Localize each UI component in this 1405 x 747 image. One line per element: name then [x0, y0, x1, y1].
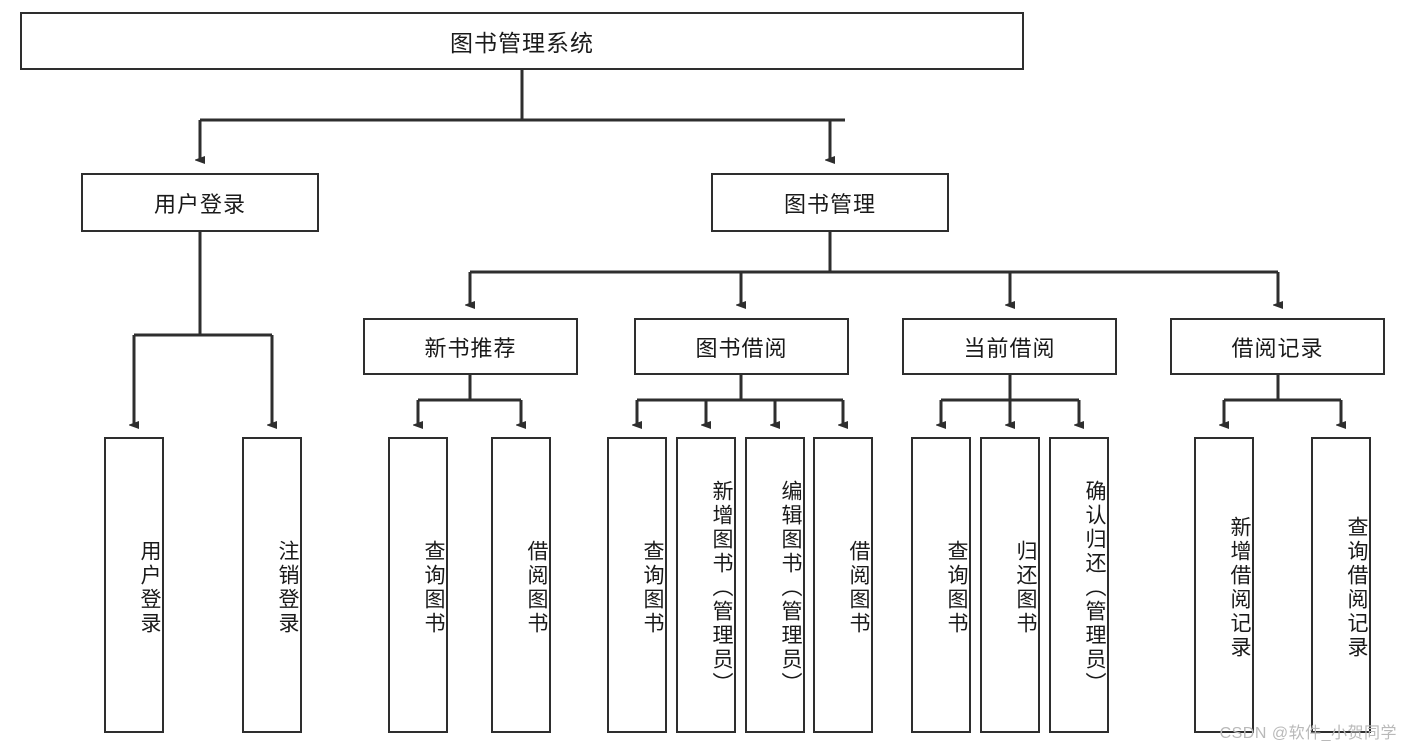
node-borrow-record[interactable]: 借阅记录 — [1170, 318, 1385, 375]
node-label: 用户登录 — [138, 540, 161, 636]
node-label: 查询图书 — [945, 540, 968, 636]
edge-newbook-to-leaves — [418, 375, 521, 425]
leaf-current-borrow-query[interactable]: 查询图书 — [911, 437, 971, 733]
node-label: 图书借阅 — [695, 335, 788, 361]
leaf-new-book-query[interactable]: 查询图书 — [388, 437, 448, 733]
node-label: 新增图书（管理员） — [710, 480, 733, 696]
node-label: 图书管理 — [783, 191, 876, 217]
node-label: 借阅图书 — [847, 540, 870, 636]
node-label: 确认归还（管理员） — [1083, 480, 1106, 696]
node-user-login[interactable]: 用户登录 — [81, 173, 319, 232]
edge-userlogin-to-leaves — [134, 232, 272, 425]
leaf-user-login-logout[interactable]: 注销登录 — [242, 437, 302, 733]
leaf-borrow-record-add[interactable]: 新增借阅记录 — [1194, 437, 1254, 733]
node-book-borrow[interactable]: 图书借阅 — [634, 318, 849, 375]
node-label: 用户登录 — [153, 191, 246, 217]
leaf-current-borrow-return[interactable]: 归还图书 — [980, 437, 1040, 733]
edge-currentborrow-to-leaves — [941, 375, 1079, 425]
node-label: 借阅图书 — [525, 540, 548, 636]
edge-borrowrecord-to-leaves — [1224, 375, 1341, 425]
node-label: 查询图书 — [422, 540, 445, 636]
leaf-book-borrow-add[interactable]: 新增图书（管理员） — [676, 437, 736, 733]
node-label: 图书管理系统 — [450, 30, 594, 56]
node-label: 编辑图书（管理员） — [779, 480, 802, 696]
node-label: 新增借阅记录 — [1228, 516, 1251, 660]
leaf-book-borrow-edit[interactable]: 编辑图书（管理员） — [745, 437, 805, 733]
leaf-user-login-login[interactable]: 用户登录 — [104, 437, 164, 733]
node-label: 归还图书 — [1014, 540, 1037, 636]
leaf-borrow-record-query[interactable]: 查询借阅记录 — [1311, 437, 1371, 733]
node-label: 查询图书 — [641, 540, 664, 636]
leaf-new-book-borrow[interactable]: 借阅图书 — [491, 437, 551, 733]
edge-bookborrow-to-leaves — [637, 375, 843, 425]
csdn-watermark: CSDN @软件_小贺同学 — [1219, 725, 1397, 742]
leaf-book-borrow-borrow[interactable]: 借阅图书 — [813, 437, 873, 733]
node-root-system[interactable]: 图书管理系统 — [20, 12, 1024, 70]
leaf-book-borrow-query[interactable]: 查询图书 — [607, 437, 667, 733]
edge-root-to-level1 — [200, 70, 845, 160]
node-new-book-recommend[interactable]: 新书推荐 — [363, 318, 578, 375]
node-label: 当前借阅 — [963, 335, 1056, 361]
node-label: 新书推荐 — [424, 335, 517, 361]
node-label: 注销登录 — [276, 540, 299, 636]
node-book-management[interactable]: 图书管理 — [711, 173, 949, 232]
node-current-borrow[interactable]: 当前借阅 — [902, 318, 1117, 375]
node-label: 查询借阅记录 — [1345, 516, 1368, 660]
leaf-current-borrow-confirm-return[interactable]: 确认归还（管理员） — [1049, 437, 1109, 733]
node-label: 借阅记录 — [1231, 335, 1324, 361]
edge-bookmgmt-to-level2 — [470, 232, 1278, 305]
